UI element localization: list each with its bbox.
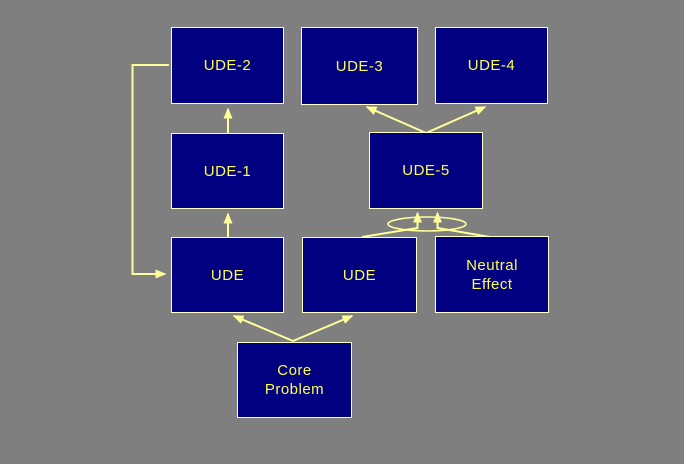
node-ude4-label: UDE-4 xyxy=(467,57,516,74)
node-ude-left-label: UDE xyxy=(210,266,245,284)
arrow-neutral-to-ude5 xyxy=(433,211,491,238)
node-ude1: UDE-1 xyxy=(171,133,284,209)
arrow-feedback-ude2-to-ude-left xyxy=(131,64,169,279)
node-neutral-effect-label: Neutral Effect xyxy=(466,256,518,293)
node-ude3-label: UDE-3 xyxy=(335,57,384,75)
node-ude2-label: UDE-2 xyxy=(203,57,252,74)
node-ude-mid: UDE xyxy=(302,237,417,313)
arrow-ude5-to-ude4 xyxy=(425,106,487,134)
node-neutral-effect: Neutral Effect xyxy=(435,236,549,313)
node-core-problem-label: Core Problem xyxy=(264,362,325,398)
node-core-problem: Core Problem xyxy=(237,342,352,418)
arrow-ude5-to-ude3 xyxy=(365,106,427,134)
node-ude4: UDE-4 xyxy=(435,27,548,104)
arrow-core-to-ude-left xyxy=(232,315,294,342)
node-ude1-label: UDE-1 xyxy=(203,162,252,180)
arrow-ude-mid-to-ude5 xyxy=(361,211,422,238)
and-junction-ellipse xyxy=(387,216,467,232)
node-ude3: UDE-3 xyxy=(301,27,418,105)
node-ude5-label: UDE-5 xyxy=(402,162,450,179)
node-ude2: UDE-2 xyxy=(171,27,284,104)
node-ude-mid-label: UDE xyxy=(342,266,377,284)
node-ude-left: UDE xyxy=(171,237,284,313)
arrow-core-to-ude-mid xyxy=(292,315,354,342)
node-ude5: UDE-5 xyxy=(369,132,483,209)
